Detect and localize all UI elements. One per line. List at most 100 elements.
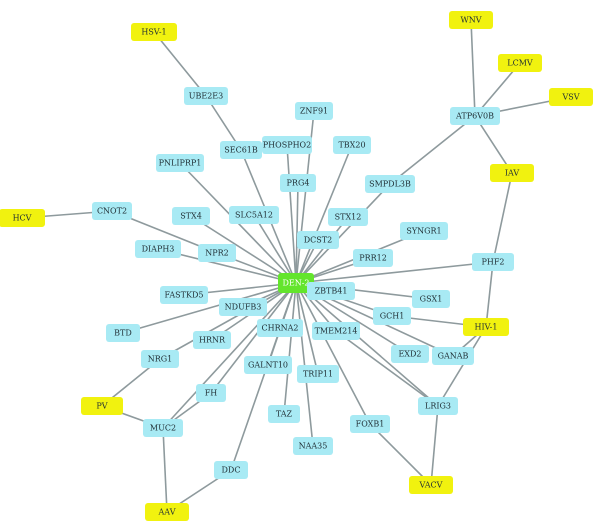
node-label: FH bbox=[205, 389, 218, 398]
node-dcst2[interactable]: DCST2 bbox=[297, 231, 339, 249]
node-smpdl3b[interactable]: SMPDL3B bbox=[365, 175, 415, 193]
node-box bbox=[257, 319, 303, 337]
node-iav[interactable]: IAV bbox=[490, 164, 534, 182]
node-prg4[interactable]: PRG4 bbox=[280, 174, 316, 192]
node-fastkd5[interactable]: FASTKD5 bbox=[160, 286, 208, 304]
node-cnot2[interactable]: CNOT2 bbox=[92, 202, 132, 220]
node-box bbox=[172, 207, 210, 225]
node-label: BTD bbox=[114, 329, 132, 338]
node-label: CNOT2 bbox=[97, 207, 127, 216]
node-muc2[interactable]: MUC2 bbox=[143, 419, 183, 437]
node-chrna2[interactable]: CHRNA2 bbox=[257, 319, 303, 337]
node-label: SMPDL3B bbox=[369, 180, 411, 189]
node-box bbox=[297, 365, 339, 383]
node-box bbox=[143, 419, 183, 437]
node-tmem214[interactable]: TMEM214 bbox=[312, 322, 360, 340]
node-syngr1[interactable]: SYNGR1 bbox=[400, 222, 448, 240]
node-nrg1[interactable]: NRG1 bbox=[141, 350, 179, 368]
node-pnliprp1[interactable]: PNLIPRP1 bbox=[156, 154, 204, 172]
edge-iav-phf2 bbox=[492, 172, 513, 263]
node-label: ATP6V0B bbox=[455, 112, 494, 121]
node-label: LRIG3 bbox=[425, 402, 451, 411]
node-atp6v0b[interactable]: ATP6V0B bbox=[450, 107, 500, 125]
node-box bbox=[81, 397, 123, 415]
node-lrig3[interactable]: LRIG3 bbox=[418, 397, 458, 415]
node-label: FOXB1 bbox=[356, 420, 385, 429]
node-label: AAV bbox=[158, 508, 176, 517]
node-trip11[interactable]: TRIP11 bbox=[297, 365, 339, 383]
node-label: PRR12 bbox=[359, 254, 387, 263]
node-label: NAA35 bbox=[299, 442, 328, 451]
node-box bbox=[198, 244, 236, 262]
node-box bbox=[268, 405, 300, 423]
node-exd2[interactable]: EXD2 bbox=[391, 345, 429, 363]
node-ddc[interactable]: DDC bbox=[214, 461, 248, 479]
node-znf91[interactable]: ZNF91 bbox=[295, 102, 333, 120]
node-hsv-1[interactable]: HSV-1 bbox=[131, 23, 177, 41]
node-label: NRG1 bbox=[148, 355, 173, 364]
node-ube2e3[interactable]: UBE2E3 bbox=[184, 87, 228, 105]
edge-atp6v0b-smpdl3b bbox=[389, 115, 476, 185]
node-pv[interactable]: PV bbox=[81, 397, 123, 415]
node-box bbox=[214, 461, 248, 479]
node-vacv[interactable]: VACV bbox=[409, 476, 453, 494]
edge-hiv-1-lrig3 bbox=[437, 326, 487, 407]
node-foxb1[interactable]: FOXB1 bbox=[350, 415, 390, 433]
node-box bbox=[135, 240, 181, 258]
node-box bbox=[295, 102, 333, 120]
node-label: STX12 bbox=[335, 213, 362, 222]
edge-den-2-prg4 bbox=[295, 182, 299, 284]
edge-den-2-muc2 bbox=[162, 282, 297, 429]
node-ndufb3[interactable]: NDUFB3 bbox=[219, 298, 267, 316]
node-slc5a12[interactable]: SLC5A12 bbox=[229, 206, 279, 224]
node-btd[interactable]: BTD bbox=[106, 324, 140, 342]
node-gch1[interactable]: GCH1 bbox=[373, 307, 411, 325]
node-box bbox=[498, 54, 542, 72]
node-label: PNLIPRP1 bbox=[159, 159, 202, 168]
node-box bbox=[219, 298, 267, 316]
node-den-2[interactable]: DEN-2 bbox=[278, 273, 314, 293]
node-box bbox=[280, 174, 316, 192]
node-hrnr[interactable]: HRNR bbox=[193, 331, 231, 349]
node-tbx20[interactable]: TBX20 bbox=[333, 136, 371, 154]
node-wnv[interactable]: WNV bbox=[449, 11, 493, 29]
node-label: PHOSPHO2 bbox=[263, 141, 311, 150]
node-box bbox=[229, 206, 279, 224]
node-label: TMEM214 bbox=[315, 327, 358, 336]
node-hiv-1[interactable]: HIV-1 bbox=[463, 318, 509, 336]
node-naa35[interactable]: NAA35 bbox=[293, 437, 333, 455]
edge-vacv-lrig3 bbox=[430, 405, 439, 486]
node-ganab[interactable]: GANAB bbox=[432, 347, 474, 365]
node-box bbox=[278, 273, 314, 293]
node-box bbox=[418, 397, 458, 415]
edge-phf2-hiv-1 bbox=[485, 261, 494, 328]
node-sec61b[interactable]: SEC61B bbox=[220, 141, 262, 159]
node-stx4[interactable]: STX4 bbox=[172, 207, 210, 225]
node-npr2[interactable]: NPR2 bbox=[198, 244, 236, 262]
node-hcv[interactable]: HCV bbox=[0, 209, 45, 227]
node-taz[interactable]: TAZ bbox=[268, 405, 300, 423]
node-lcmv[interactable]: LCMV bbox=[498, 54, 542, 72]
node-phospho2[interactable]: PHOSPHO2 bbox=[262, 136, 312, 154]
node-stx12[interactable]: STX12 bbox=[328, 208, 368, 226]
edge-den-2-stx4 bbox=[190, 215, 297, 284]
node-label: TAZ bbox=[276, 410, 293, 419]
node-zbtb41[interactable]: ZBTB41 bbox=[307, 282, 355, 300]
node-prr12[interactable]: PRR12 bbox=[353, 249, 393, 267]
node-box bbox=[312, 322, 360, 340]
node-phf2[interactable]: PHF2 bbox=[472, 253, 514, 271]
node-label: TRIP11 bbox=[303, 370, 333, 379]
node-label: UBE2E3 bbox=[189, 92, 223, 101]
edge-den-2-smpdl3b bbox=[295, 183, 391, 284]
node-gsx1[interactable]: GSX1 bbox=[412, 290, 450, 308]
node-aav[interactable]: AAV bbox=[145, 503, 189, 521]
node-galnt10[interactable]: GALNT10 bbox=[244, 356, 292, 374]
node-vsv[interactable]: VSV bbox=[549, 88, 593, 106]
node-diaph3[interactable]: DIAPH3 bbox=[135, 240, 181, 258]
node-label: HSV-1 bbox=[141, 28, 166, 37]
node-fh[interactable]: FH bbox=[196, 384, 226, 402]
edge-vacv-foxb1 bbox=[369, 423, 432, 486]
node-label: IAV bbox=[505, 169, 520, 178]
node-box bbox=[365, 175, 415, 193]
edge-den-2-slc5a12 bbox=[253, 214, 297, 284]
